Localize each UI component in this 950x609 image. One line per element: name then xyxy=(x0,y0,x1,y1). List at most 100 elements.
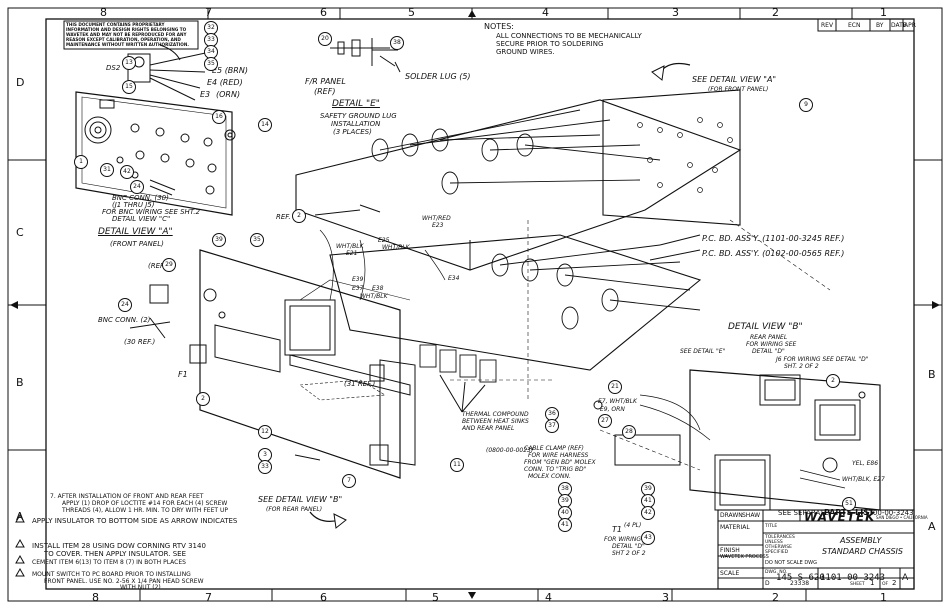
f1-label: F1 xyxy=(178,370,188,379)
callout-13: 13 xyxy=(122,56,136,70)
cable-clamp-5: MOLEX CONN. xyxy=(528,473,571,480)
ref-30-label: (30 REF.) xyxy=(124,338,156,346)
dwg-no-label: DWG. NO. xyxy=(765,570,788,575)
zone-top-7: 7 xyxy=(205,6,212,19)
note-3-line-2: FRONT PANEL. USE NO. 2-56 X 1/4 PAN HEAD… xyxy=(44,578,204,585)
t1-label: T1 xyxy=(612,525,622,534)
fr-panel-label: F/R PANEL xyxy=(305,77,346,86)
parts-list-number: 1100-00-3243 xyxy=(864,509,914,517)
callout-42b: 42 xyxy=(641,506,655,520)
note-3-line-1: MOUNT SWITCH TO PC BOARD PRIOR TO INSTAL… xyxy=(32,571,191,578)
wht-red-label: WHT/RED xyxy=(422,215,451,222)
yel-e86-label: YEL, E86 xyxy=(852,460,879,467)
callout-2: 2 xyxy=(292,209,306,223)
thermal-line-1: THERMAL COMPOUND xyxy=(462,411,529,418)
e23-label: E23 xyxy=(432,222,444,229)
cable-clamp-3: FROM "GEN BD" MOLEX xyxy=(524,459,596,466)
zone-right-a: A xyxy=(928,520,936,533)
ecn-header: ECN xyxy=(848,22,861,29)
zone-top-3: 3 xyxy=(672,6,679,19)
zone-left-d: D xyxy=(16,76,25,89)
see-detail-a-sub: (FOR FRONT PANEL) xyxy=(708,86,769,93)
callout-51: 51 xyxy=(842,497,856,511)
t1-wiring-2: DETAIL "D" xyxy=(612,543,645,550)
company-sub: SAN DIEGO • CALIFORNIA xyxy=(876,515,928,520)
callout-11: 11 xyxy=(450,458,464,472)
e7-label: E7, WHT/BLK xyxy=(598,398,637,405)
sheet-value: 1 xyxy=(870,579,875,587)
zone-top-8: 8 xyxy=(100,6,107,19)
callout-41: 41 xyxy=(558,518,572,532)
e38-label: E38 xyxy=(372,285,384,292)
zone-bottom-2: 2 xyxy=(772,591,779,604)
by-header: BY xyxy=(876,22,884,29)
callout-14: 14 xyxy=(258,118,272,132)
callout-1: 1 xyxy=(74,155,88,169)
callout-36: 36 xyxy=(545,407,559,421)
rev-header: REV xyxy=(821,22,834,29)
of-label: OF xyxy=(882,582,889,587)
note-3-line-3: WITH NUT (2) xyxy=(120,584,161,591)
ds2-label: DS2 xyxy=(106,64,121,72)
rev-value: A xyxy=(902,573,909,583)
detail-b-wiring-2: DETAIL "D" xyxy=(752,348,785,355)
fr-ref-label: (REF) xyxy=(314,87,336,96)
detail-e-title: DETAIL "E" xyxy=(332,99,380,109)
zone-bottom-8: 8 xyxy=(92,591,99,604)
callout-20: 20 xyxy=(318,32,332,46)
e39-label: E39 xyxy=(352,276,364,283)
code-value: 23338 xyxy=(790,580,810,587)
notes-line-1: ALL CONNECTIONS TO BE MECHANICALLY xyxy=(496,32,642,40)
company-logo: WAVETEK xyxy=(804,510,876,524)
callout-2c: 2 xyxy=(826,374,840,388)
notes-line-3: GROUND WIRES. xyxy=(496,48,555,56)
callout-7: 7 xyxy=(342,474,356,488)
cable-clamp-1: CABLE CLAMP (REF) xyxy=(524,445,584,452)
callout-43: 43 xyxy=(641,531,655,545)
callout-12: 12 xyxy=(258,425,272,439)
callout-27: 27 xyxy=(598,414,612,428)
note-5-line-2: TO COVER. THEN APPLY INSULATOR. SEE xyxy=(44,550,186,558)
ref-31-label: (31 REF.) xyxy=(344,380,376,388)
zone-bottom-4: 4 xyxy=(545,591,552,604)
title-line-1: ASSEMBLY xyxy=(840,536,882,545)
ref-2-label: (REF) xyxy=(148,262,167,270)
callout-38: 38 xyxy=(390,36,404,50)
zone-right-b: B xyxy=(928,368,936,381)
zone-left-a: A xyxy=(16,510,24,523)
e25-wire-label: WHT/BLK xyxy=(382,244,410,251)
callout-28: 28 xyxy=(622,425,636,439)
callout-2b: 2 xyxy=(196,392,210,406)
cable-part-number: (0800-00-0023) xyxy=(486,447,534,454)
callout-39a: 39 xyxy=(212,233,226,247)
detail-b-wiring: FOR WIRING SEE xyxy=(746,341,797,348)
callout-9: 9 xyxy=(799,98,813,112)
e37-label: E37 xyxy=(352,285,364,292)
drawn-by: SHAW xyxy=(742,512,761,519)
see-detail-a-label: SEE DETAIL VIEW "A" xyxy=(692,75,777,84)
date-header: DATE xyxy=(891,22,907,29)
j6-wiring-label: J6 FOR WIRING SEE DETAIL "D" xyxy=(776,356,869,363)
tolerances-label: TOLERANCES UNLESS OTHERWISE SPECIFIED xyxy=(765,535,795,555)
finish-label: FINISH xyxy=(720,547,740,554)
notes-line-2: SECURE PRIOR TO SOLDERING xyxy=(496,40,604,48)
bnc-conn-30-label: BNC CONN. (30) xyxy=(112,194,169,202)
bnc-wiring-label: FOR BNC WIRING SEE SHT.2 xyxy=(102,208,200,216)
detail-e-line-3: (3 PLACES) xyxy=(333,128,372,136)
thermal-line-2: BETWEEN HEAT SINKS xyxy=(462,418,529,425)
zone-top-1: 1 xyxy=(880,6,887,19)
callout-42: 42 xyxy=(120,165,134,179)
zone-bottom-1: 1 xyxy=(880,591,887,604)
solder-lug-label: SOLDER LUG (5) xyxy=(405,72,471,81)
cable-clamp-2: FOR WIRE HARNESS xyxy=(528,452,589,459)
cable-clamp-4: CONN. TO "TRIG BD" xyxy=(524,466,587,473)
note-7-line-3: THREADS (4), ALLOW 1 HR. MIN. TO DRY WIT… xyxy=(62,507,228,514)
apr-header: APR xyxy=(904,22,916,29)
note-6: APPLY INSULATOR TO BOTTOM SIDE AS ARROW … xyxy=(32,517,238,525)
e9-label: E9, ORN xyxy=(600,406,625,413)
detail-e-line-2: INSTALLATION xyxy=(331,120,381,128)
e21-label: E21 xyxy=(346,250,358,257)
parts-list-bold: PARTS LIST xyxy=(824,508,875,517)
see-detail-b-label: SEE DETAIL VIEW "B" xyxy=(258,495,343,504)
